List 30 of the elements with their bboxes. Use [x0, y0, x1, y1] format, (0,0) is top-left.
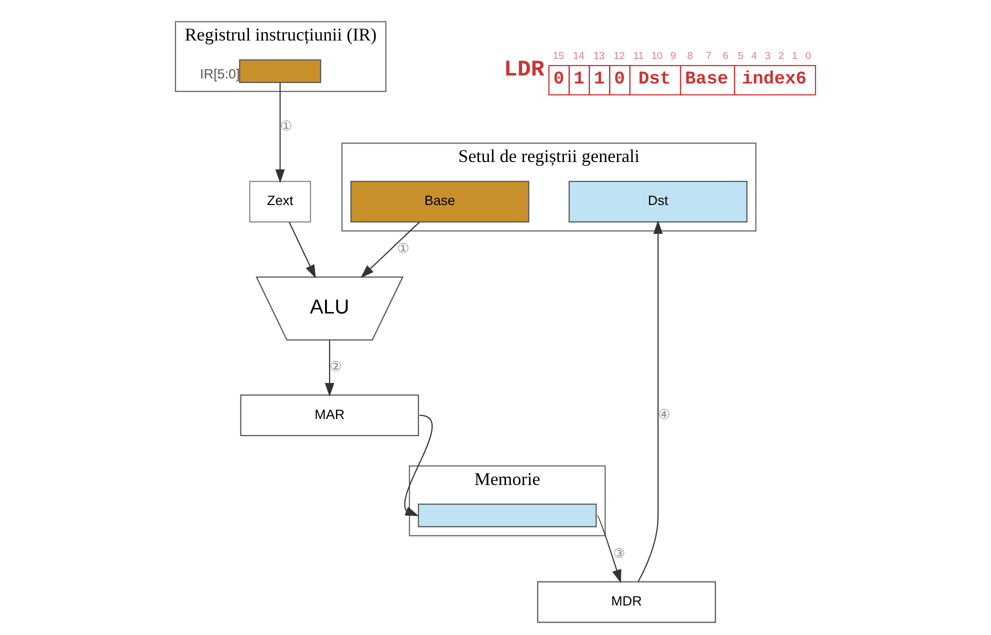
label: Base [685, 69, 728, 90]
label: 8 [687, 51, 693, 62]
label: 4 [751, 51, 758, 62]
edge-label: ② [330, 359, 342, 376]
label: 12 [614, 51, 625, 62]
label: 0 [614, 69, 625, 90]
label: 9 [670, 51, 676, 62]
label: 13 [593, 51, 605, 62]
label: LDR [504, 56, 544, 83]
label: 7 [706, 51, 712, 62]
label: 1 [574, 69, 584, 90]
edge-label: ① [397, 240, 410, 257]
label: 15 [552, 51, 564, 62]
label: 14 [573, 51, 584, 62]
label: 0 [805, 51, 812, 62]
label: 5 [738, 51, 744, 62]
label: 1 [792, 51, 798, 62]
edge-label: ④ [658, 406, 670, 423]
label: 0 [553, 69, 564, 90]
edge-label: ③ [613, 546, 626, 562]
label: 3 [764, 51, 771, 62]
edge-label: ① [280, 118, 292, 134]
label: 6 [722, 51, 728, 62]
label: 11 [633, 51, 644, 62]
node-label: IR[5:0] [200, 66, 240, 82]
label: 10 [651, 51, 663, 62]
label: 2 [778, 51, 784, 62]
label: Dst [638, 69, 671, 90]
label: index6 [742, 69, 807, 90]
label: 1 [594, 69, 605, 90]
